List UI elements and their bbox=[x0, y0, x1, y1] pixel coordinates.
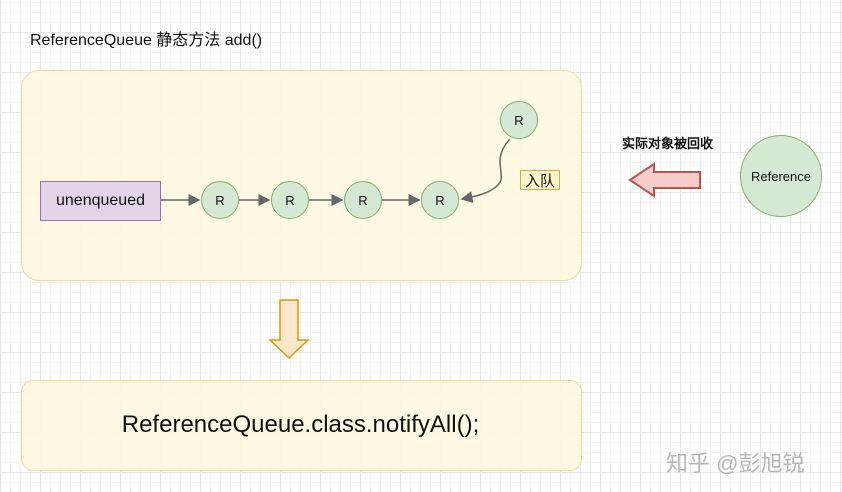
edge-incoming-to-r4 bbox=[460, 138, 511, 203]
notify-all-code: ReferenceQueue.class.notifyAll(); bbox=[121, 410, 480, 438]
diagram-title: ReferenceQueue 静态方法 add() bbox=[30, 32, 263, 49]
gc-label: 实际对象被回收 bbox=[622, 136, 714, 151]
notify-panel bbox=[21, 380, 582, 471]
watermark: 知乎 @彭旭锐 bbox=[666, 451, 805, 476]
queue-node-4: R bbox=[421, 181, 459, 219]
gc-arrow bbox=[628, 162, 701, 198]
incoming-node: R bbox=[500, 101, 538, 139]
queue-panel bbox=[21, 70, 582, 281]
queue-node-2: R bbox=[271, 181, 309, 219]
flow-down-arrow bbox=[268, 299, 310, 360]
enqueue-label: 入队 bbox=[520, 170, 560, 190]
reference-node: Reference bbox=[740, 135, 822, 217]
unenqueued-box: unenqueued bbox=[40, 181, 161, 221]
queue-node-1: R bbox=[201, 181, 239, 219]
queue-node-3: R bbox=[344, 181, 382, 219]
